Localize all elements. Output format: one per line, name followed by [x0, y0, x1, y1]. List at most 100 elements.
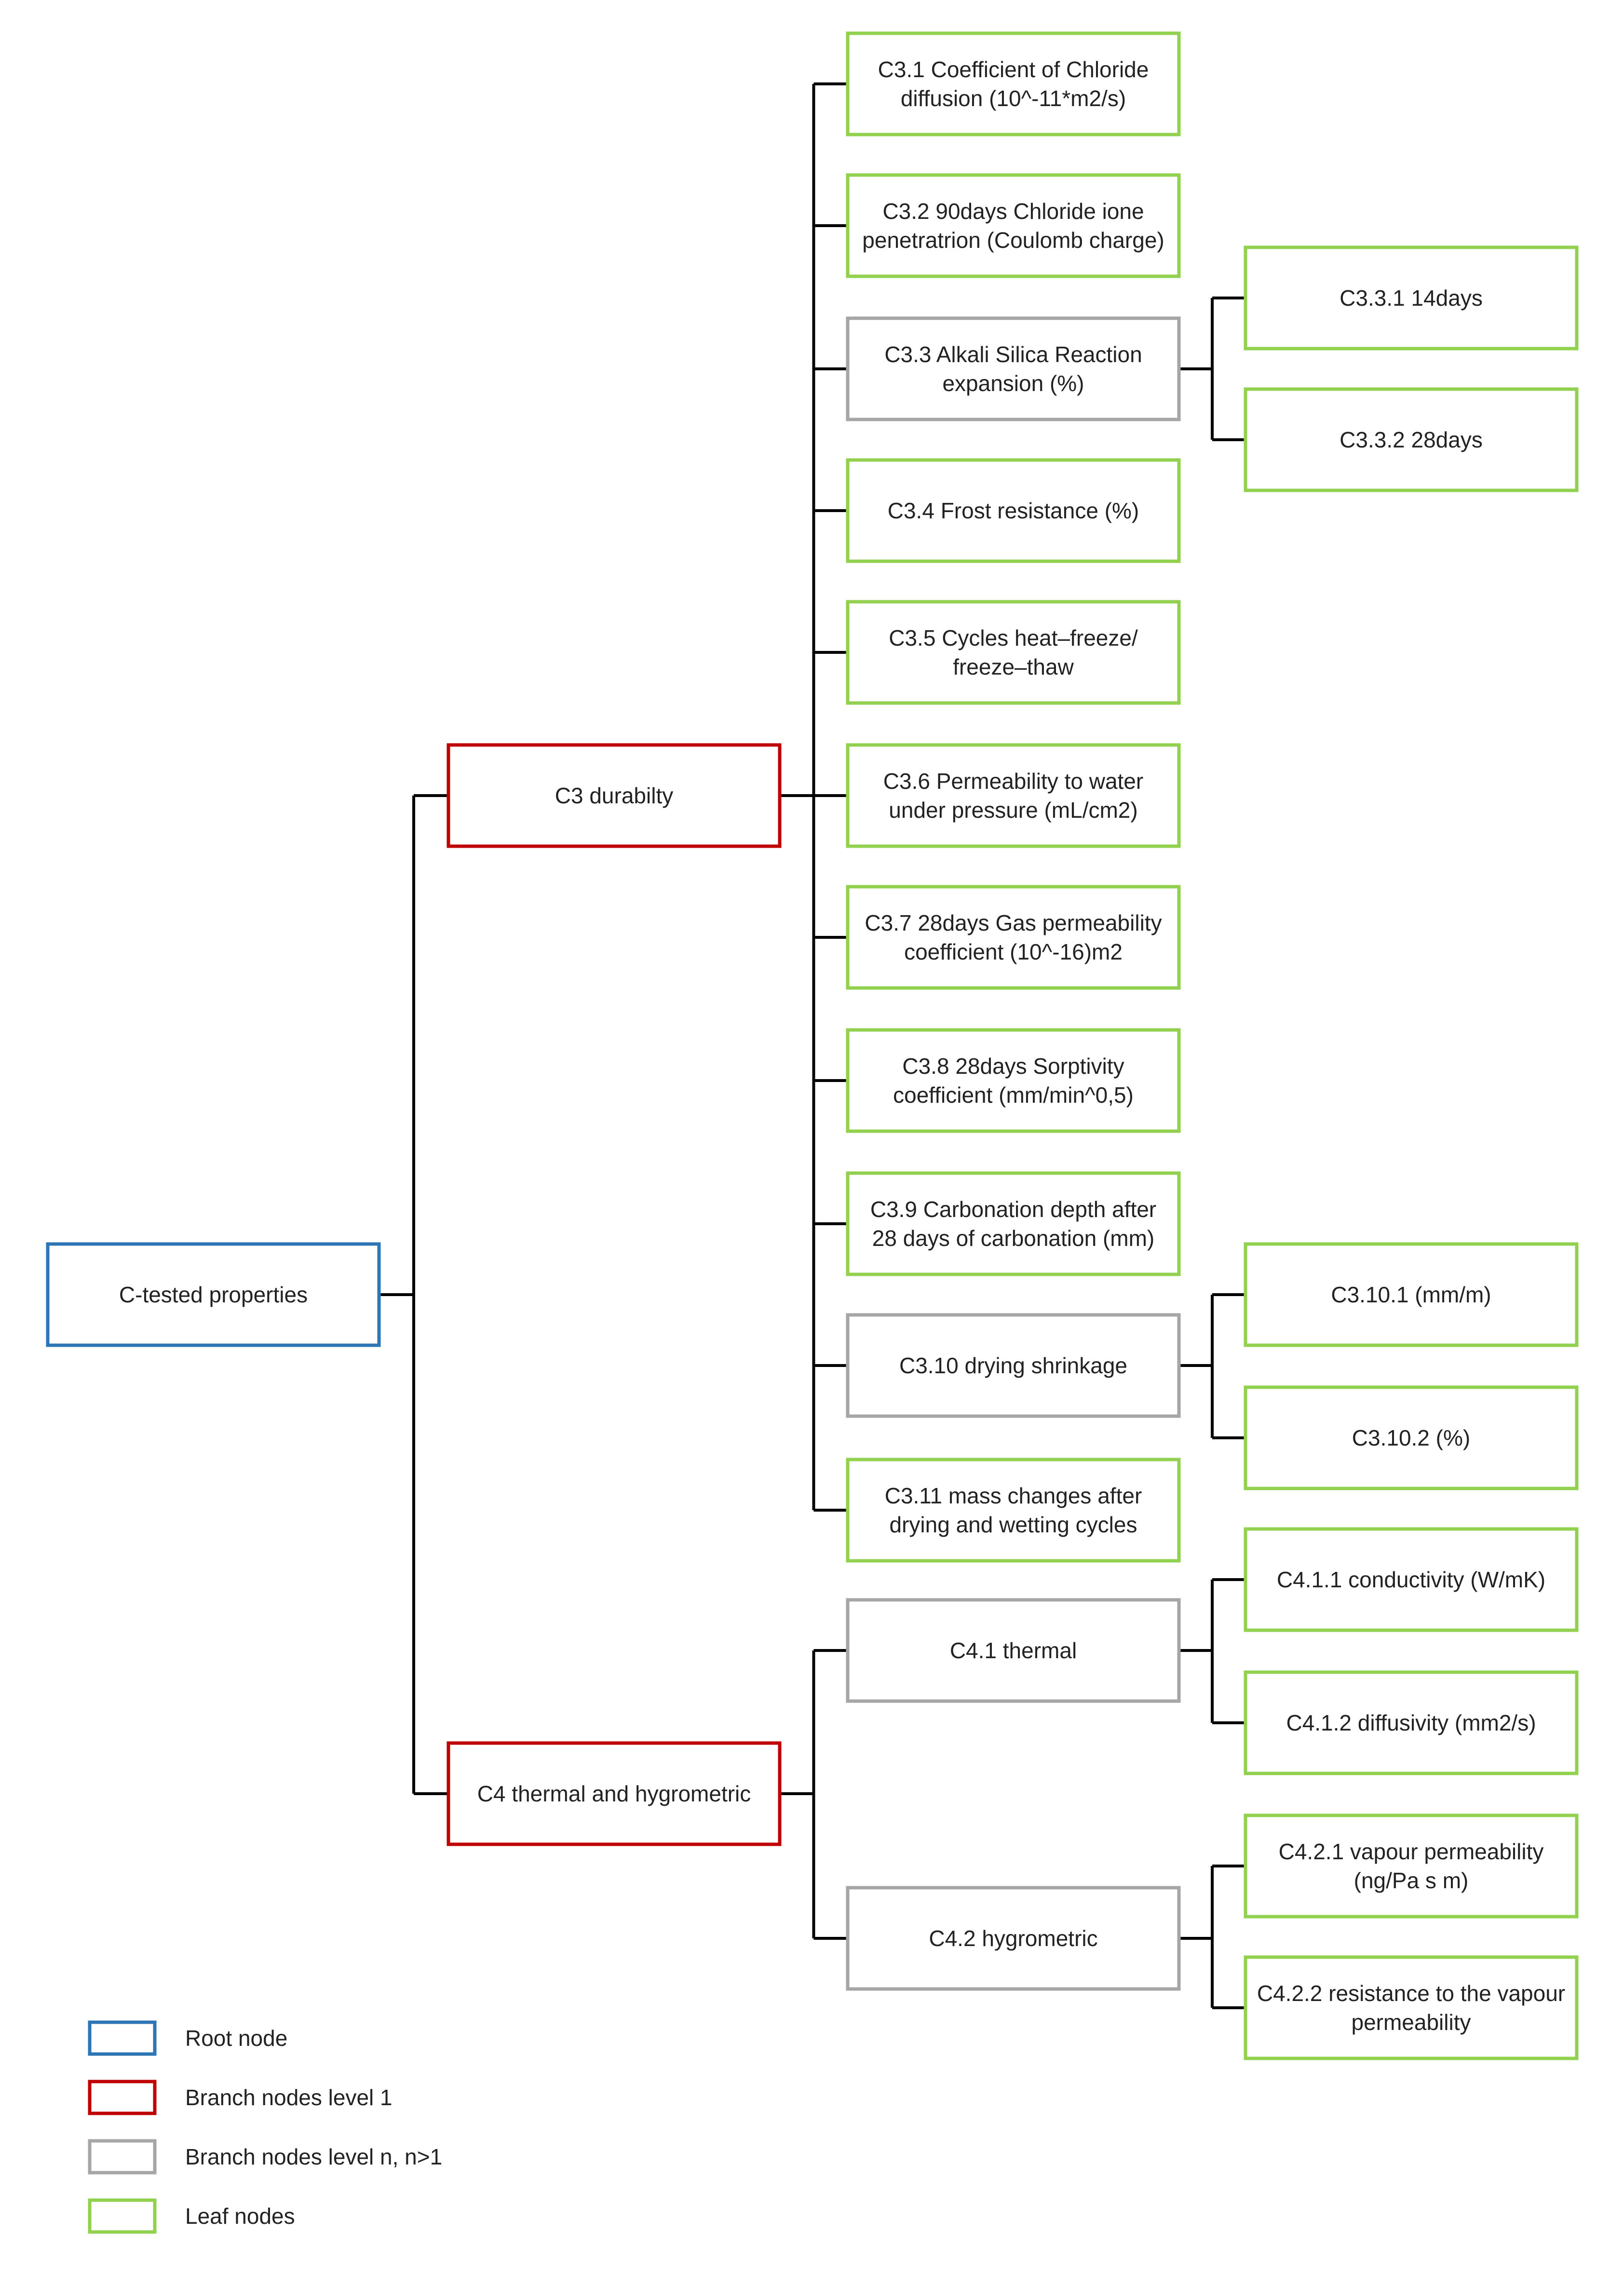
node-root: C-tested properties [46, 1242, 381, 1347]
node-c35: C3.5 Cycles heat–freeze/freeze–thaw [846, 600, 1181, 705]
edge-group-c3 [780, 82, 848, 1512]
node-label-line: C3.2 90days Chloride ione [882, 199, 1144, 224]
node-label-line: C4.2.2 resistance to the vapour [1257, 1981, 1565, 2006]
node-box [846, 1458, 1181, 1563]
legend-swatch [88, 2020, 157, 2056]
legend-item-leaf: Leaf nodes [88, 2198, 295, 2234]
node-c3: C3 durabilty [447, 743, 782, 848]
node-label-line: C3.10 drying shrinkage [899, 1353, 1127, 1378]
node-label-line: C3.10.2 (%) [1352, 1425, 1470, 1450]
node-label-line: C3.5 Cycles heat–freeze/ [889, 625, 1138, 650]
legend-label: Root node [185, 2026, 287, 2051]
node-c34: C3.4 Frost resistance (%) [846, 458, 1181, 563]
node-label-line: under pressure (mL/cm2) [889, 798, 1137, 823]
node-label-line: C3.6 Permeability to water [883, 769, 1143, 794]
node-label-line: C3 durabilty [555, 783, 673, 808]
node-c31: C3.1 Coefficient of Chloride diffusion (1… [846, 31, 1181, 136]
node-box [1244, 1527, 1579, 1632]
node-c42: C4.2 hygrometric [846, 1886, 1181, 1991]
legend-label: Leaf nodes [185, 2204, 295, 2229]
legend-swatch [88, 2139, 157, 2175]
node-label-line: permeability [1352, 2010, 1471, 2035]
node-label-line: C3.3.2 28days [1340, 427, 1483, 452]
node-label-line: C-tested properties [119, 1282, 308, 1307]
node-c421: C4.2.1 vapour permeability(ng/Pa s m) [1244, 1813, 1579, 1919]
node-box [1244, 1813, 1579, 1919]
node-label-line: coefficient (10^-16)m2 [904, 939, 1123, 964]
node-label-line: diffusion (10^-11*m2/s) [901, 86, 1126, 111]
node-c331: C3.3.1 14days [1244, 245, 1579, 351]
edge-group-c41 [1179, 1578, 1245, 1724]
node-label-line: C3.10.1 (mm/m) [1331, 1282, 1491, 1307]
node-label-line: C3.3.1 14days [1340, 285, 1483, 311]
node-label-line: C4 thermal and hygrometric [477, 1781, 751, 1806]
node-c412: C4.1.2 diffusivity (mm2/s) [1244, 1670, 1579, 1775]
edge-group-c310 [1179, 1293, 1245, 1439]
node-label-line: penetratrion (Coulomb charge) [862, 228, 1164, 253]
legend-label: Branch nodes level n, n>1 [185, 2144, 442, 2169]
node-box [447, 743, 782, 848]
node-c36: C3.6 Permeability to water under pressure… [846, 743, 1181, 848]
node-label-line: expansion (%) [942, 371, 1084, 396]
node-box [1244, 1670, 1579, 1775]
edge-group-root [379, 794, 448, 1795]
connector-lines [379, 82, 1245, 2009]
node-label-line: freeze–thaw [953, 654, 1074, 679]
node-label-line: (ng/Pa s m) [1354, 1868, 1469, 1893]
node-box [46, 1242, 381, 1347]
node-label-line: drying and wetting cycles [890, 1512, 1137, 1537]
node-box [846, 600, 1181, 705]
node-box [846, 173, 1181, 278]
node-box [846, 316, 1181, 421]
node-c4: C4 thermal and hygrometric [447, 1741, 782, 1846]
node-c32: C3.2 90days Chloride ione penetratrion (C… [846, 173, 1181, 278]
node-label-line: 28 days of carbonation (mm) [872, 1226, 1155, 1251]
legend-swatch [88, 2080, 157, 2115]
node-box [846, 885, 1181, 990]
node-box [846, 31, 1181, 136]
node-box [846, 1028, 1181, 1133]
node-box [1244, 1385, 1579, 1490]
node-label-line: C3.8 28days Sorptivity [902, 1054, 1124, 1079]
node-box [846, 743, 1181, 848]
diagram-nodes: C-tested properties C3 durabilty C4 therma… [46, 31, 1579, 2060]
node-label-line: C3.4 Frost resistance (%) [888, 498, 1139, 523]
node-box [447, 1741, 782, 1846]
legend-item-level1: Branch nodes level 1 [88, 2080, 392, 2115]
node-c3102: C3.10.2 (%) [1244, 1385, 1579, 1490]
node-label-line: C4.2 hygrometric [929, 1926, 1097, 1951]
legend-label: Branch nodes level 1 [185, 2085, 392, 2110]
node-box [1244, 1955, 1579, 2060]
node-c37: C3.7 28days Gas permeabilitycoefficient … [846, 885, 1181, 990]
legend-swatch [88, 2198, 157, 2234]
legend-item-root: Root node [88, 2020, 287, 2056]
node-label-line: coefficient (mm/min^0,5) [893, 1082, 1134, 1108]
node-label-line: C3.11 mass changes after [885, 1483, 1142, 1508]
node-box [1244, 245, 1579, 351]
node-c332: C3.3.2 28days [1244, 387, 1579, 492]
node-c39: C3.9 Carbonation depth after 28 days of c… [846, 1171, 1181, 1276]
node-box [846, 1171, 1181, 1276]
node-box [846, 1886, 1181, 1991]
node-box [1244, 1242, 1579, 1347]
node-label-line: C3.9 Carbonation depth after [870, 1197, 1156, 1222]
node-box [846, 458, 1181, 563]
node-label-line: C4.1.2 diffusivity (mm2/s) [1286, 1710, 1536, 1735]
edge-group-c42 [1179, 1865, 1245, 2009]
node-label-line: C3.1 Coefficient of Chloride [878, 57, 1149, 82]
node-c310: C3.10 drying shrinkage [846, 1313, 1181, 1418]
node-c33: C3.3 Alkali Silica Reaction expansion (%) [846, 316, 1181, 421]
node-box [846, 1598, 1181, 1703]
node-c41: C4.1 thermal [846, 1598, 1181, 1703]
edge-group-c33 [1179, 297, 1245, 441]
node-box [846, 1313, 1181, 1418]
node-box [1244, 387, 1579, 492]
node-c311: C3.11 mass changes after drying and wetti… [846, 1458, 1181, 1563]
node-label-line: C3.3 Alkali Silica Reaction [884, 342, 1142, 367]
node-label-line: C4.1 thermal [950, 1638, 1077, 1663]
node-c422: C4.2.2 resistance to the vapour permeabil… [1244, 1955, 1579, 2060]
node-c411: C4.1.1 conductivity (W/mK) [1244, 1527, 1579, 1632]
node-c38: C3.8 28days Sorptivity coefficient (mm/mi… [846, 1028, 1181, 1133]
